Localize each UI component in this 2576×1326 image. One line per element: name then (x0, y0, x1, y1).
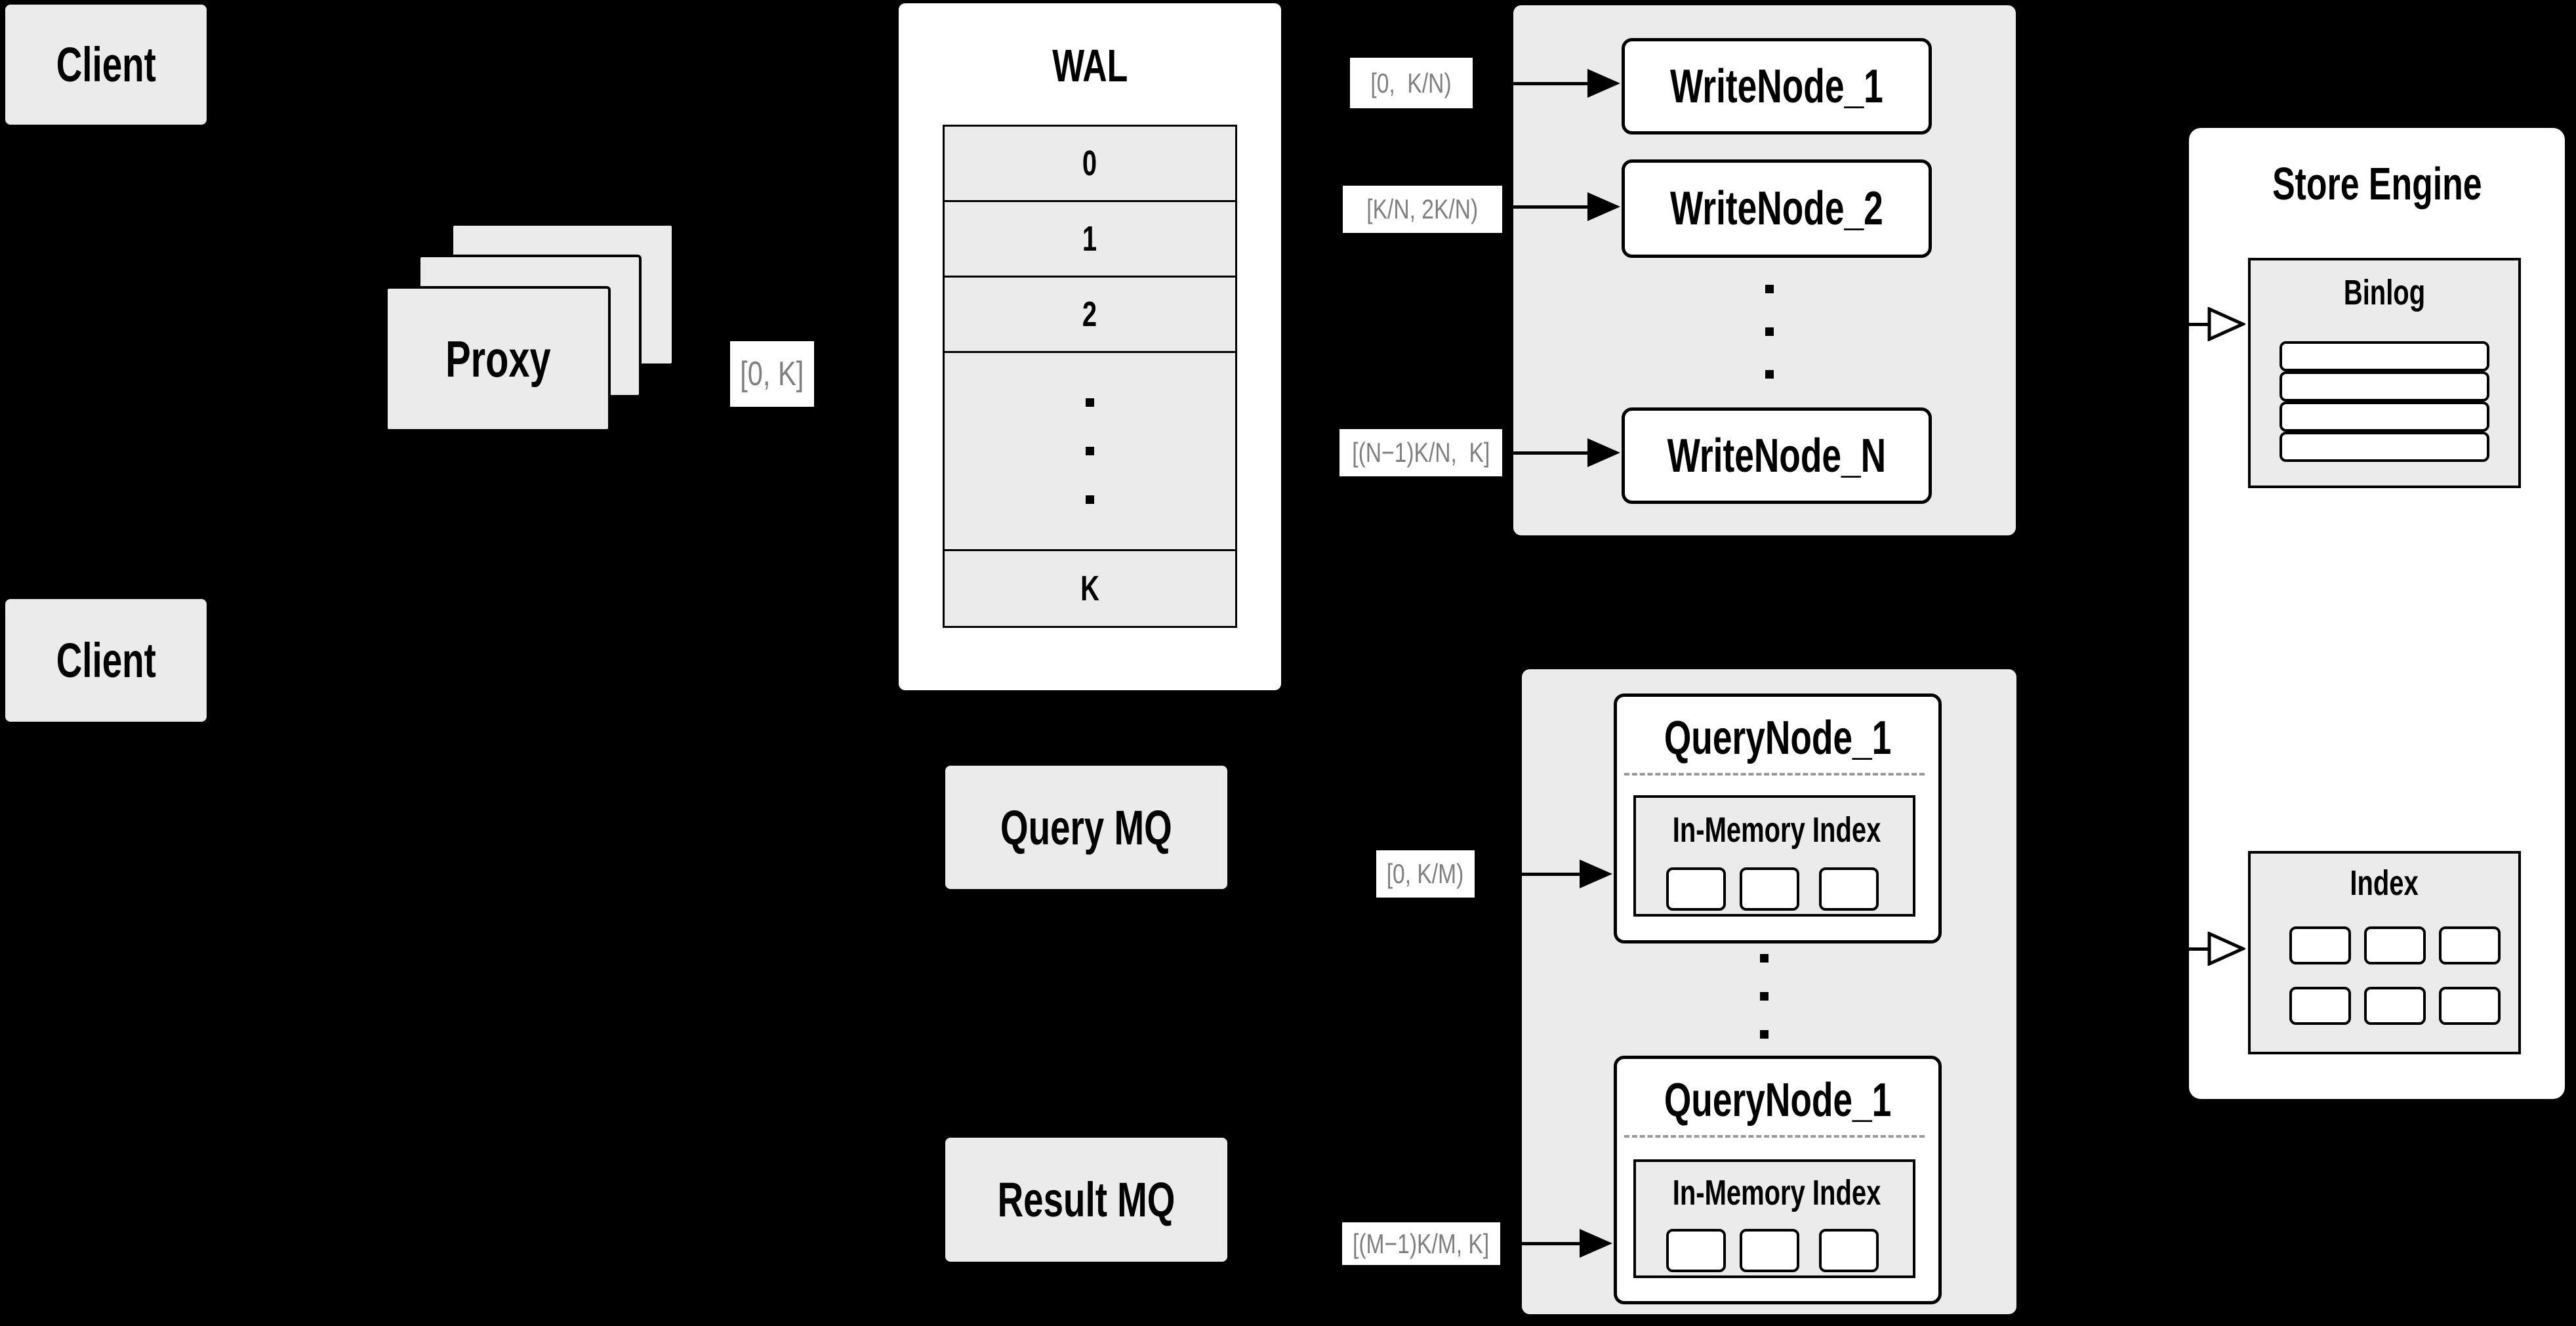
binlog-row (2280, 371, 2489, 402)
wal-cell-1: 1 (945, 202, 1235, 278)
query-range-label-1: [0, K/M) (1376, 850, 1475, 898)
memory-segment-cell (1666, 1229, 1726, 1272)
client-bottom-label: Client (56, 633, 156, 688)
write-range-label-n: [(N−1)K/N, K] (1339, 429, 1502, 476)
index-cell (2364, 987, 2426, 1025)
dashed-separator (1624, 773, 1925, 776)
index-cell (2439, 987, 2501, 1025)
arrow-line (1522, 873, 1582, 876)
arrow-right-open-icon (2207, 307, 2245, 341)
write-node-1-label: WriteNode_1 (1670, 60, 1883, 113)
store-engine-title: Store Engine (2272, 158, 2482, 209)
arrow-right-open-icon (2207, 932, 2245, 966)
index-cell (2289, 987, 2351, 1025)
arrow-right-icon (1580, 1229, 1612, 1258)
client-top-label: Client (56, 37, 156, 92)
arrow-line (1513, 82, 1591, 85)
binlog-row (2280, 402, 2489, 432)
arrow-right-icon (1587, 438, 1620, 467)
arrow-right-icon (1580, 860, 1612, 888)
result-mq-label: Result MQ (997, 1172, 1176, 1227)
arrow-line (1522, 1242, 1582, 1245)
result-mq-box: Result MQ (945, 1138, 1227, 1262)
write-node-n-box: WriteNode_N (1622, 407, 1932, 504)
proxy-box: Proxy (385, 286, 611, 432)
ellipsis-dots-icon (1760, 954, 1768, 1039)
in-memory-index-title: In-Memory Index (1672, 1173, 1881, 1212)
arrow-line (1513, 451, 1591, 455)
write-node-2-label: WriteNode_2 (1670, 182, 1883, 235)
index-cell (2364, 926, 2426, 964)
wal-cell-ellipsis (945, 353, 1235, 551)
client-bottom-box: Client (5, 599, 207, 722)
wal-table: 0 1 2 K (943, 125, 1237, 628)
wal-cell-2: 2 (945, 278, 1235, 353)
memory-segment-cell (1666, 867, 1726, 911)
write-node-n-label: WriteNode_N (1667, 429, 1887, 482)
write-node-2-box: WriteNode_2 (1622, 159, 1932, 258)
ellipsis-dots-icon (1086, 398, 1094, 504)
memory-segment-cell (1819, 867, 1879, 911)
index-cell (2289, 926, 2351, 964)
proxy-label: Proxy (445, 329, 551, 388)
memory-segment-cell (1740, 1229, 1799, 1272)
wal-cell-k: K (1080, 569, 1099, 608)
query-mq-box: Query MQ (945, 766, 1227, 889)
binlog-row (2280, 432, 2489, 462)
wal-cell-0: 0 (945, 127, 1235, 202)
arrow-right-icon (1587, 69, 1620, 98)
arrow-line (1513, 205, 1591, 209)
binlog-row (2280, 341, 2489, 371)
query-range-label-2: [(M−1)K/M, K] (1342, 1222, 1500, 1265)
write-node-1-box: WriteNode_1 (1622, 38, 1932, 135)
query-node-2-label: QueryNode_1 (1664, 1074, 1892, 1127)
client-top-box: Client (5, 5, 207, 125)
write-range-label-1: [0, K/N) (1350, 58, 1473, 108)
dashed-separator (1624, 1135, 1925, 1138)
ellipsis-dots-icon (1765, 285, 1774, 379)
query-mq-label: Query MQ (1000, 800, 1172, 855)
index-title: Index (2350, 863, 2419, 903)
binlog-title: Binlog (2343, 273, 2426, 312)
index-cell (2439, 926, 2501, 964)
memory-segment-cell (1819, 1229, 1879, 1272)
proxy-range-label: [0, K] (730, 341, 814, 407)
wal-title: WAL (1052, 40, 1128, 91)
in-memory-index-title: In-Memory Index (1672, 810, 1881, 850)
arrow-line (2189, 947, 2212, 951)
arrow-right-icon (1587, 192, 1620, 221)
arrow-line (2189, 323, 2212, 326)
memory-segment-cell (1740, 867, 1799, 911)
query-node-1-label: QueryNode_1 (1664, 712, 1892, 764)
write-range-label-2: [K/N, 2K/N) (1343, 186, 1502, 233)
